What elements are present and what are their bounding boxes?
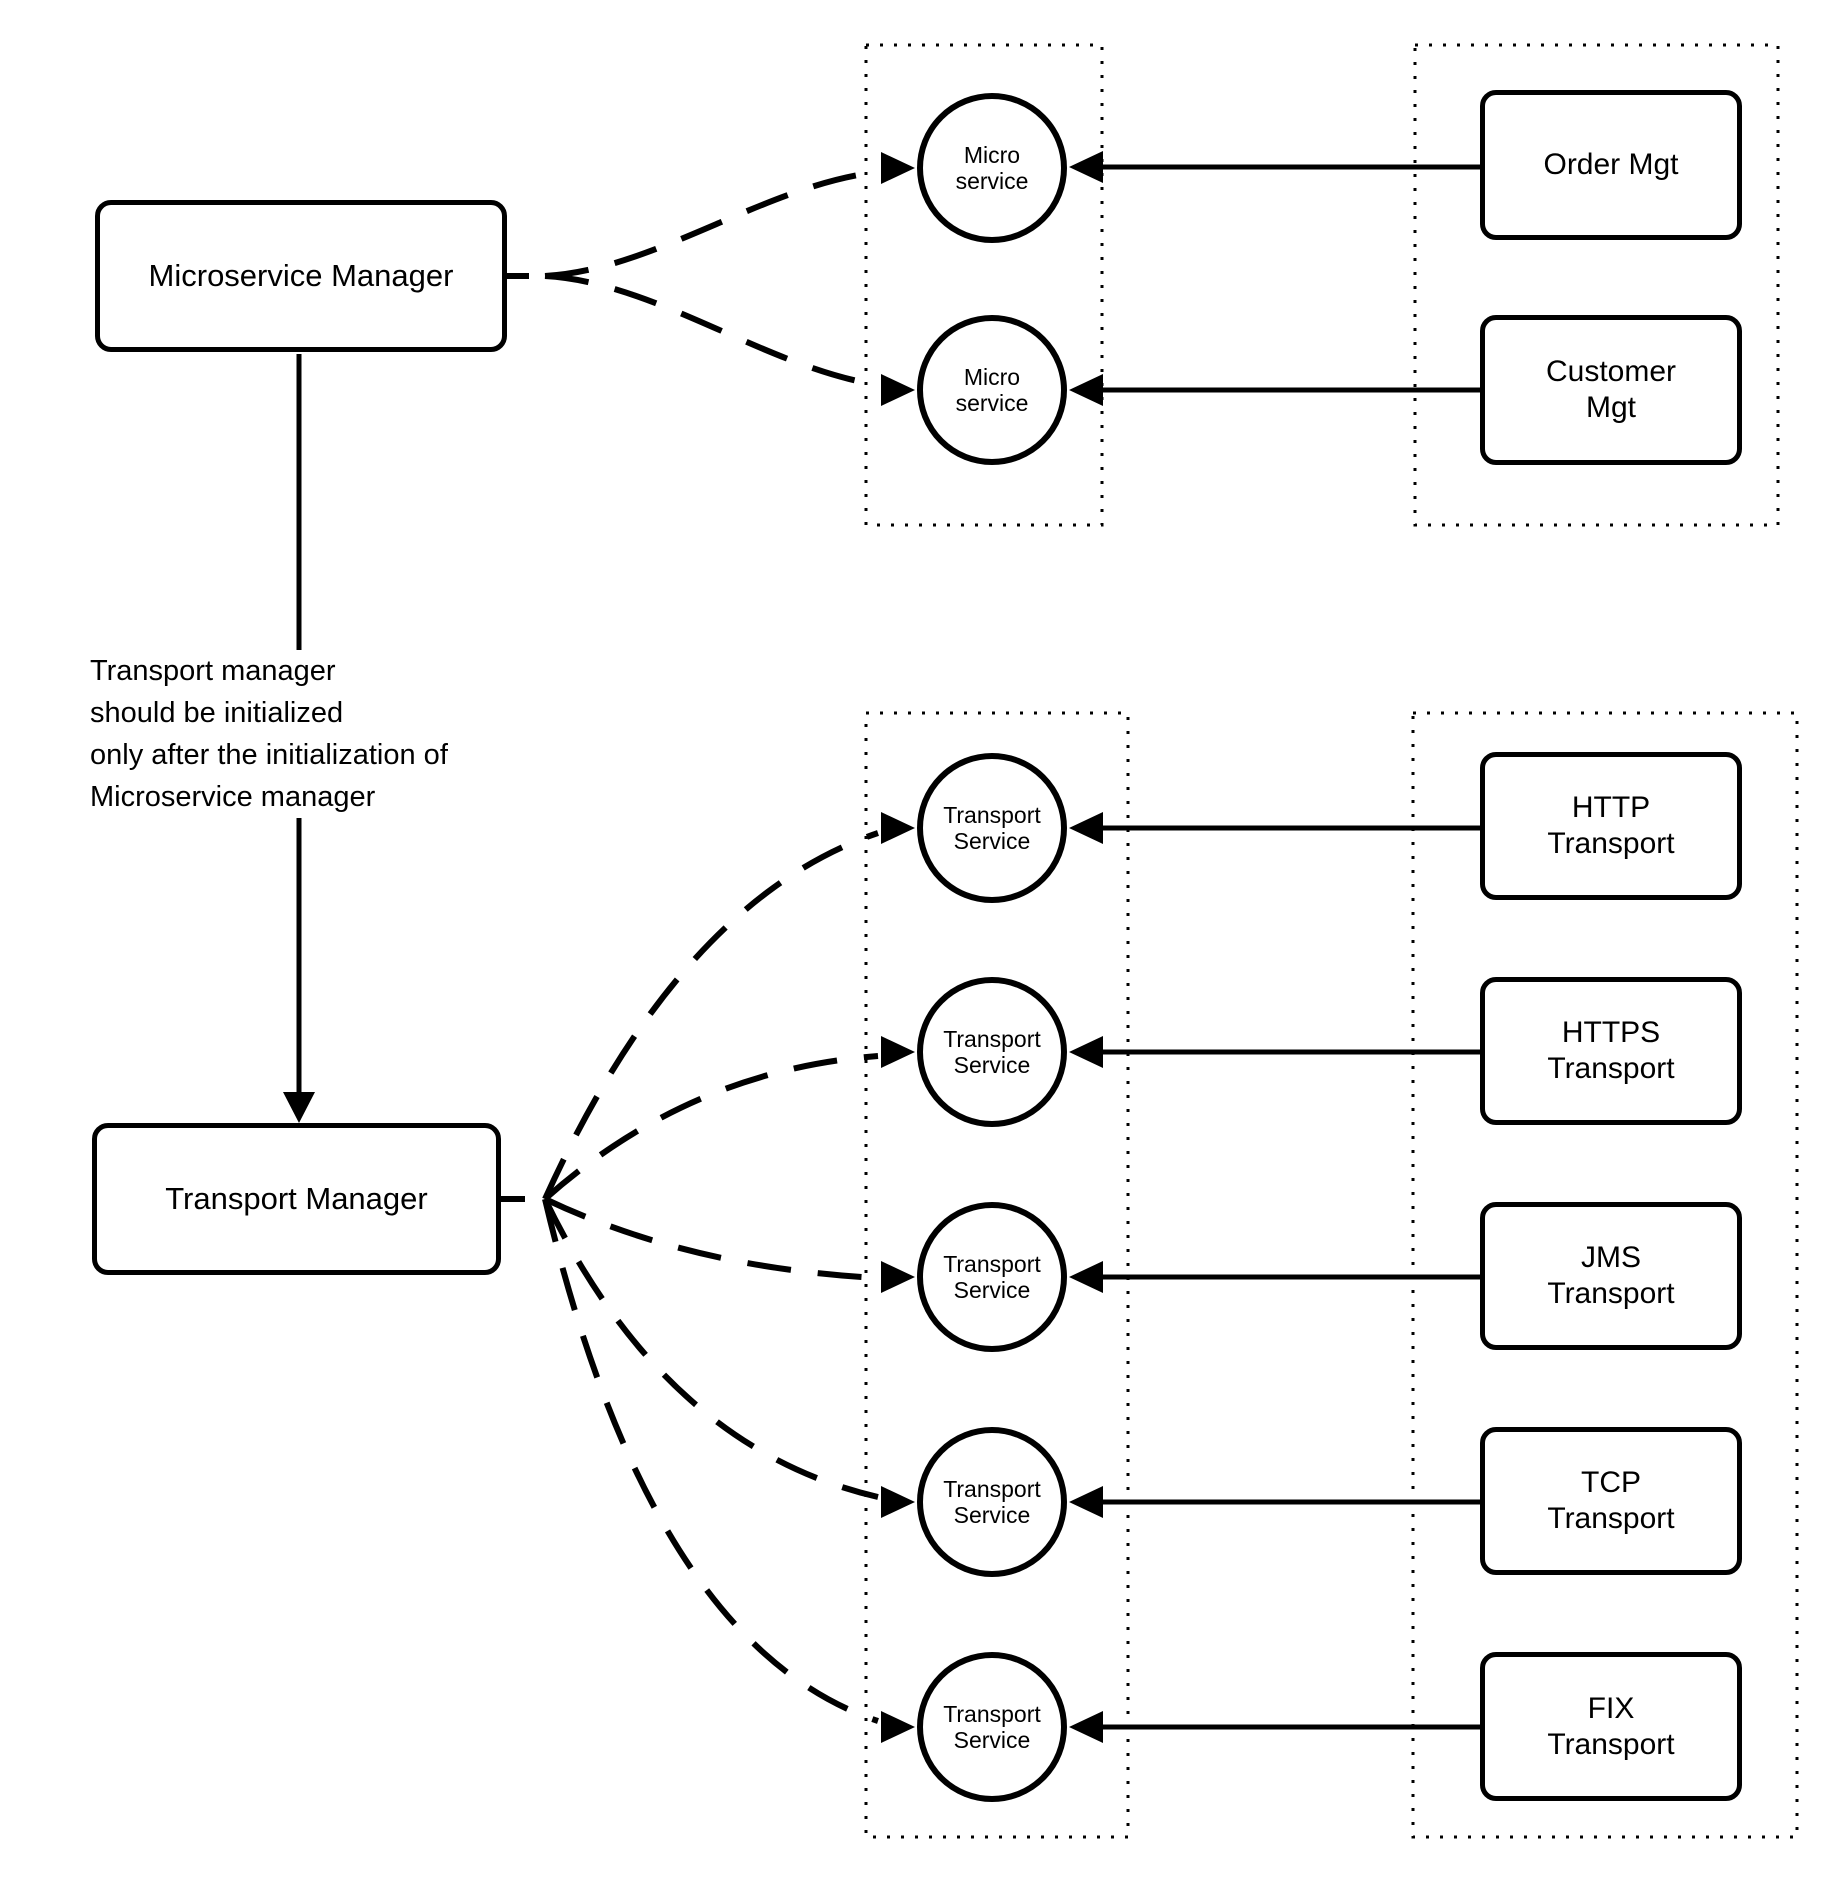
arrowhead-left-icon (1069, 1036, 1103, 1068)
node-label: Customer Mgt (1545, 355, 1677, 424)
node-label: Micro service (955, 141, 1029, 194)
arrowhead-left-icon (1069, 1711, 1103, 1743)
arrowhead-right-icon (881, 1486, 915, 1518)
node-microservice-manager: Microservice Manager (95, 200, 507, 352)
annotation-line: should be initialized (90, 697, 344, 729)
dashed-link-ts-3 (543, 1196, 879, 1281)
annotation-line: only after the initialization of (90, 739, 448, 771)
dashed-link-ms-1 (544, 169, 879, 279)
dashed-link-ts-1 (542, 830, 879, 1201)
arrowhead-right-icon (881, 1711, 915, 1743)
arrowhead-left-icon (1069, 151, 1103, 183)
ms-apps-container (1413, 43, 1780, 527)
node-https-transport: HTTPS Transport (1480, 977, 1742, 1125)
node-label: Transport Service (943, 1475, 1041, 1528)
node-http-transport: HTTP Transport (1480, 752, 1742, 900)
dashed-link-ms-2 (544, 273, 879, 388)
node-transport-service-4: Transport Service (917, 1427, 1067, 1577)
node-label: Transport Service (943, 1025, 1041, 1078)
microservices-container (864, 43, 1104, 527)
node-label: Order Mgt (1543, 148, 1679, 181)
arrowhead-left-icon (1069, 812, 1103, 844)
node-label: FIX Transport (1547, 1691, 1675, 1761)
node-jms-transport: JMS Transport (1480, 1202, 1742, 1350)
arrowhead-right-icon (881, 1261, 915, 1293)
node-transport-manager: Transport Manager (92, 1123, 501, 1275)
init-order-annotation: Transport manager should be initialized … (90, 650, 562, 818)
arrowhead-right-icon (881, 1036, 915, 1068)
arrowhead-left-icon (1069, 1486, 1103, 1518)
node-order-mgt: Order Mgt (1480, 90, 1742, 240)
node-label: HTTPS Transport (1547, 1016, 1675, 1085)
node-label: Microservice Manager (148, 258, 454, 294)
arrowhead-right-icon (881, 152, 915, 184)
node-fix-transport: FIX Transport (1480, 1652, 1742, 1801)
annotation-line: Microservice manager (90, 781, 376, 813)
node-label: Transport Service (943, 1250, 1041, 1303)
arrowhead-left-icon (1069, 1261, 1103, 1293)
node-customer-mgt: Customer Mgt (1480, 315, 1742, 465)
node-transport-service-3: Transport Service (917, 1202, 1067, 1352)
arrowhead-right-icon (881, 812, 915, 844)
node-tcp-transport: TCP Transport (1480, 1427, 1742, 1575)
node-label: HTTP Transport (1547, 791, 1675, 860)
node-microservice-1: Micro service (917, 93, 1067, 243)
annotation-line: Transport manager (90, 655, 336, 687)
arrowhead-down-icon (283, 1092, 315, 1123)
dashed-link-ts-5 (542, 1198, 879, 1724)
node-label: Micro service (955, 363, 1029, 416)
node-label: Transport Service (943, 801, 1041, 854)
node-transport-service-2: Transport Service (917, 977, 1067, 1127)
arrowhead-right-icon (881, 374, 915, 406)
node-microservice-2: Micro service (917, 315, 1067, 465)
node-label: Transport Manager (165, 1181, 428, 1217)
dashed-link-ts-2 (543, 1053, 879, 1202)
node-label: TCP Transport (1547, 1466, 1675, 1535)
node-label: JMS Transport (1547, 1241, 1675, 1310)
dashed-link-ts-4 (542, 1197, 879, 1500)
node-transport-service-5: Transport Service (917, 1652, 1067, 1802)
arrowhead-left-icon (1069, 374, 1103, 406)
node-label: Transport Service (943, 1700, 1041, 1753)
node-transport-service-1: Transport Service (917, 753, 1067, 903)
